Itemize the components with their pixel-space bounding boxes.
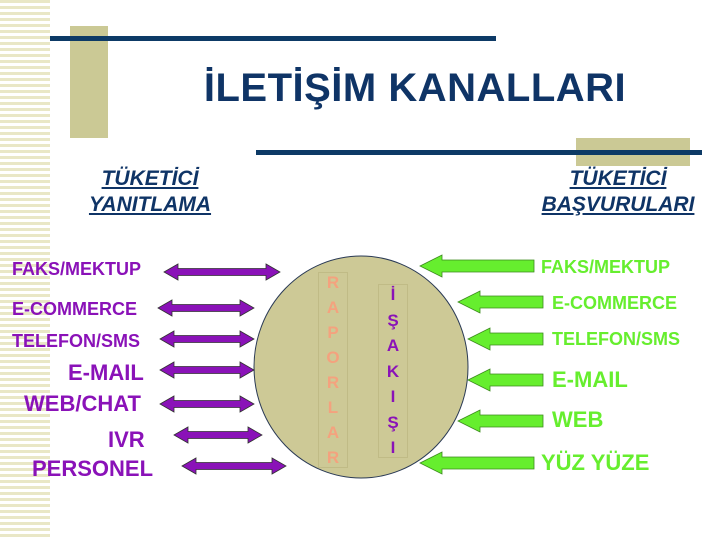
right-channel-arrow-4 (467, 368, 544, 392)
central-circle (253, 255, 469, 479)
is-akisi-letter: Ş (387, 310, 399, 330)
right-channel-arrow-2 (457, 290, 544, 314)
right-heading: TÜKETİCİ BAŞVURULARI (520, 166, 716, 218)
raporlar-letter: P (327, 323, 339, 342)
raporlar-letter: R (326, 273, 340, 292)
right-channel-telefon-sms: TELEFON/SMS (552, 329, 681, 349)
left-channel-e-mail: E-MAIL (68, 360, 144, 385)
left-channel-arrow-4 (159, 361, 255, 379)
left-channel-arrow-2 (157, 299, 255, 317)
left-heading-line-1: TÜKETİCİ (101, 167, 199, 190)
left-channel-telefon-sms: TELEFON/SMS (12, 331, 141, 351)
left-channel-arrow-6 (173, 426, 263, 444)
is-akisi-letter: A (386, 336, 400, 355)
right-channel-e-mail: E-MAIL (552, 367, 628, 392)
right-heading-line-1: TÜKETİCİ (569, 167, 667, 190)
right-channel-arrow-5 (457, 409, 544, 433)
is-akisi-letter: K (386, 361, 400, 381)
right-channel-arrow-3 (467, 327, 544, 351)
raporlar-column: R A P O R L A R (318, 272, 348, 468)
raporlar-letter: R (326, 373, 340, 392)
raporlar-letter: R (326, 448, 340, 467)
is-akisi-letter: İ (390, 285, 396, 304)
page-title: İLETİŞİM KANALLARI (203, 66, 627, 110)
left-heading: TÜKETİCİ YANITLAMA (60, 166, 240, 218)
is-akisi-letter: I (390, 438, 396, 457)
is-akisi-letter: Ş (387, 412, 399, 432)
raporlar-letter: A (326, 298, 340, 317)
left-channel-e-commerce: E-COMMERCE (12, 299, 137, 319)
right-channel-arrow-1 (419, 254, 535, 278)
title-rule-bottom (256, 150, 702, 155)
deco-block-top-left (70, 26, 108, 138)
right-channel-yuz-yuze: YÜZ YÜZE (541, 450, 650, 475)
left-channel-personel: PERSONEL (32, 456, 154, 481)
left-channel-arrow-7 (181, 457, 287, 475)
raporlar-letter: L (327, 398, 339, 417)
left-channel-arrow-3 (159, 330, 255, 348)
left-channel-arrow-1 (163, 263, 281, 281)
left-channel-ivr: IVR (108, 427, 145, 452)
raporlar-letter: A (326, 423, 340, 442)
left-channel-arrow-5 (159, 395, 255, 413)
is-akisi-letter: I (390, 387, 396, 406)
right-channel-e-commerce: E-COMMERCE (552, 293, 677, 313)
left-heading-line-2: YANITLAMA (88, 193, 212, 216)
right-heading-line-2: BAŞVURULARI (541, 193, 695, 216)
is-akisi-column: İ Ş A K I Ş I (378, 284, 408, 458)
left-stripe-decoration (0, 0, 50, 540)
right-channel-faks-mektup: FAKS/MEKTUP (541, 257, 671, 277)
right-channel-web: WEB (552, 407, 604, 432)
left-channel-faks-mektup: FAKS/MEKTUP (12, 259, 142, 279)
raporlar-letter: O (326, 348, 340, 367)
left-channel-web-chat: WEB/CHAT (24, 391, 141, 416)
right-channel-arrow-6 (419, 451, 535, 475)
title-rule-top (50, 36, 496, 41)
